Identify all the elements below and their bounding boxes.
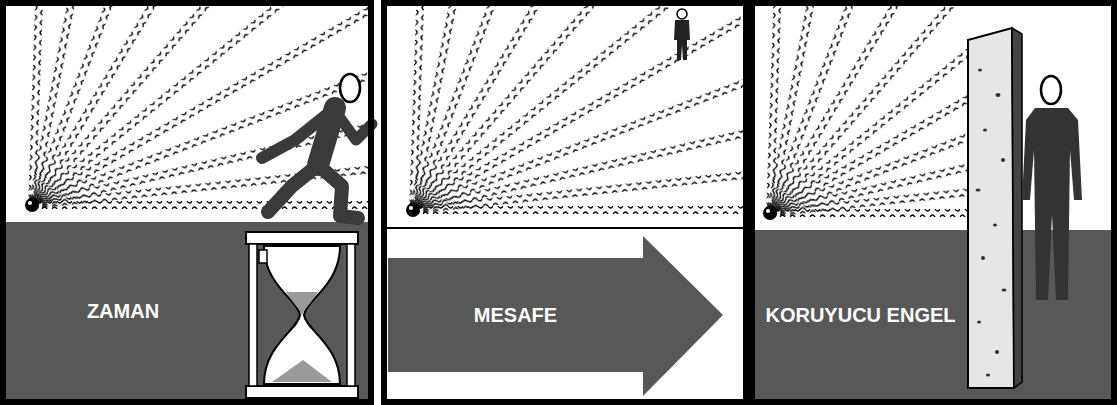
text-area: ZAMAN (6, 222, 240, 399)
barrier-band: KORUYUCU ENGEL (755, 230, 966, 399)
panel-frame (384, 3, 746, 402)
panel-frame (3, 3, 371, 402)
distant-person (674, 9, 690, 60)
ground-line (387, 227, 743, 229)
time-band: ZAMAN (6, 222, 240, 399)
radiation-source (763, 206, 777, 220)
radiation-rays (409, 6, 743, 214)
text-area: KORUYUCU ENGEL (755, 230, 966, 399)
running-person (262, 108, 372, 218)
panel-frame (752, 3, 1114, 402)
concrete-wall (968, 28, 1022, 388)
protected-person (1022, 76, 1082, 300)
person-head (340, 74, 360, 102)
text-area: MESAFE (388, 258, 643, 372)
band-label: MESAFE (474, 303, 557, 327)
radiation-source (406, 203, 420, 217)
radiation-source (25, 198, 39, 212)
radiation-rays (28, 6, 368, 209)
radiation-rays (766, 6, 967, 217)
band-label: ZAMAN (87, 299, 159, 323)
distance-arrow: MESAFE (388, 236, 723, 396)
hourglass (246, 232, 358, 398)
ground (6, 222, 368, 399)
band-label: KORUYUCU ENGEL (765, 303, 955, 327)
